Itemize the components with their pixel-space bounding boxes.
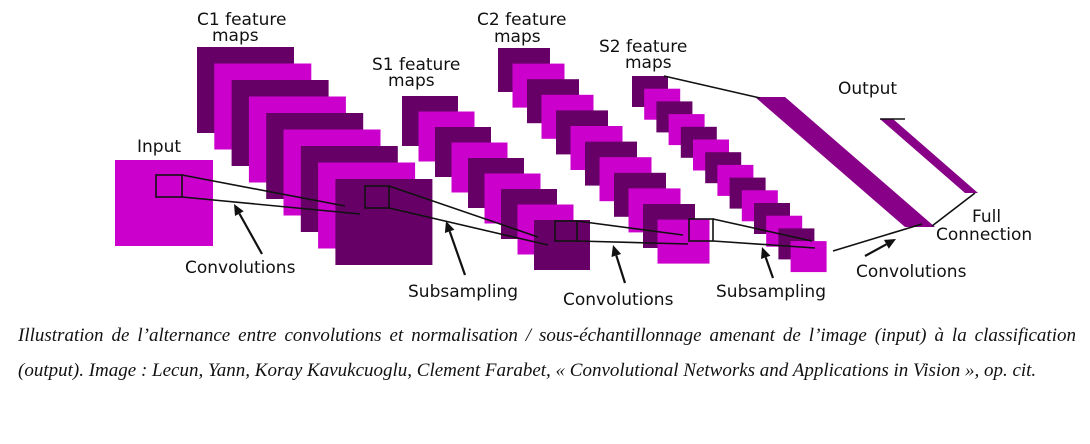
sub2-arrow <box>761 247 775 279</box>
output-layer-2 <box>880 119 978 193</box>
conv2-arrow <box>611 245 627 284</box>
sub2-arrow-shaft <box>764 257 775 279</box>
subsampling-label-2: Subsampling <box>716 282 826 302</box>
convolutions-label-1: Convolutions <box>185 258 296 278</box>
conv1-arrow-shaft <box>238 213 263 255</box>
full-line-b <box>832 223 923 252</box>
conv3-arrow-shaft <box>864 243 887 257</box>
sub1-arrow <box>444 221 467 276</box>
conv1-line-a <box>181 174 346 207</box>
s1-map-9 <box>534 220 590 270</box>
sub2-arrow-head <box>761 247 771 259</box>
cnn-architecture-diagram: C1 feature maps S1 feature maps C2 featu… <box>115 10 1032 310</box>
conv2-line-a <box>576 220 684 236</box>
conv1-arrow-head <box>234 204 244 216</box>
sub1-arrow-head <box>444 221 455 233</box>
input-image <box>115 160 213 246</box>
s1-label-line2: maps <box>388 71 435 91</box>
subsampling-label-1: Subsampling <box>408 282 518 302</box>
conv3-arrow-head <box>884 239 896 249</box>
sub1-line-a <box>388 185 539 238</box>
figure-caption: Illustration de l’alternance entre convo… <box>18 325 1076 381</box>
full-line-a <box>663 75 761 99</box>
input-receptive-field <box>155 174 183 198</box>
input-label: Input <box>137 137 181 157</box>
c1-label-line2: maps <box>212 26 259 46</box>
conv2-arrow-shaft <box>615 255 627 284</box>
conv1-line-b <box>181 196 361 215</box>
output-layer-1 <box>755 97 935 227</box>
s2-label-line2: maps <box>625 53 672 73</box>
c2-label-line1: C2 feature <box>477 10 566 30</box>
s1-label-line1: S1 feature <box>372 55 460 75</box>
conv1-arrow <box>234 204 263 255</box>
c1-map-9 <box>335 179 433 265</box>
conv2-arrow-head <box>611 245 622 257</box>
connection-line-b <box>931 192 976 227</box>
sub2-line-a <box>712 218 813 242</box>
sub2-line-b <box>712 240 816 249</box>
c2-receptive-field <box>688 218 714 242</box>
s2-label-line1: S2 feature <box>599 37 687 57</box>
c2-label-line2: maps <box>494 27 541 47</box>
convolutions-label-3: Convolutions <box>856 262 967 282</box>
c1-receptive-field <box>364 185 390 209</box>
full-connection-label-line1: Full <box>972 207 1001 227</box>
convolutions-label-2: Convolutions <box>563 290 674 310</box>
sub1-line-b <box>388 207 549 246</box>
output-label: Output <box>838 79 897 99</box>
conv3-arrow <box>864 239 896 257</box>
full-connection-label-line2: Connection <box>936 225 1032 245</box>
c1-label-line1: C1 feature <box>197 10 286 30</box>
s2-map-14 <box>790 241 827 273</box>
sub1-arrow-shaft <box>448 231 467 276</box>
s1-receptive-field <box>554 220 578 242</box>
conv2-line-b <box>576 240 689 245</box>
